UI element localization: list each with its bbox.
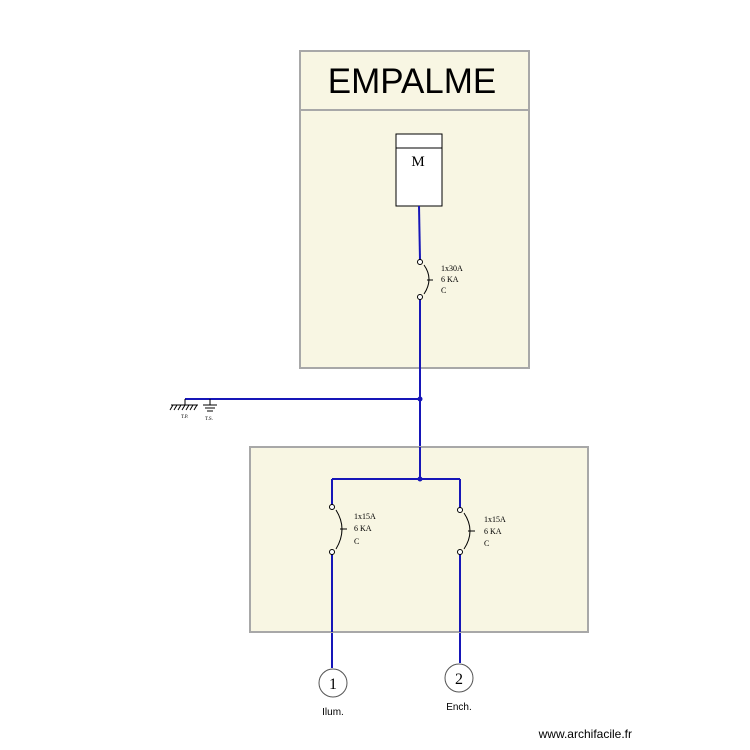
- circuit-2-endpoint: 2 Ench.: [444, 663, 474, 713]
- junction-node: [417, 396, 423, 402]
- breaker-circuit-1: 1x15A 6 KA C: [329, 504, 376, 555]
- junction-node: [417, 476, 423, 482]
- main-breaker: 1x30A 6 KA C: [417, 259, 463, 300]
- circuit-1-label: Ilum.: [322, 707, 344, 718]
- breaker-2-curve: C: [484, 539, 489, 548]
- ground-tp-label: T.P.: [181, 415, 188, 420]
- breaker-1-capacity: 6 KA: [354, 524, 372, 533]
- main-breaker-capacity: 6 KA: [441, 275, 459, 284]
- ground-symbol: T.P. T.S.: [169, 399, 217, 422]
- breaker-circuit-2: 1x15A 6 KA C: [457, 507, 506, 555]
- meter-box: M: [395, 133, 443, 207]
- panel-title: EMPALME: [328, 62, 497, 101]
- main-breaker-curve: C: [441, 286, 446, 295]
- circuit-2-number: 2: [455, 671, 463, 688]
- circuit-1-endpoint: 1 Ilum.: [318, 668, 348, 718]
- main-breaker-rating: 1x30A: [441, 264, 463, 273]
- meter-label: M: [411, 154, 424, 170]
- breaker-1-curve: C: [354, 537, 359, 546]
- breaker-2-capacity: 6 KA: [484, 527, 502, 536]
- circuit-1-number: 1: [329, 676, 337, 693]
- branch-wires: [331, 447, 461, 632]
- watermark-text: www.archifacile.fr: [538, 727, 632, 741]
- ground-ts-label: T.S.: [205, 417, 213, 422]
- breaker-1-rating: 1x15A: [354, 512, 376, 521]
- breaker-2-rating: 1x15A: [484, 515, 506, 524]
- empalme-panel: EMPALME: [299, 50, 530, 369]
- circuit-2-label: Ench.: [446, 702, 472, 713]
